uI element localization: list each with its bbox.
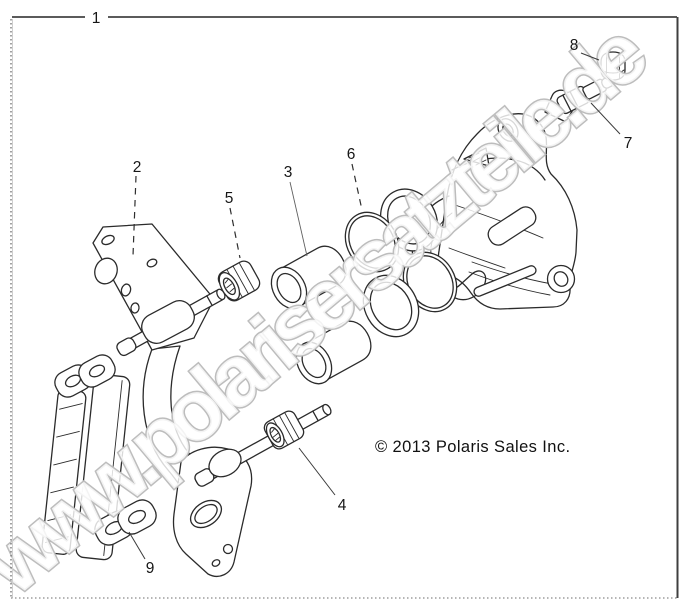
leader-7 bbox=[590, 102, 621, 135]
leader-8 bbox=[580, 52, 600, 61]
seal-rings bbox=[344, 188, 458, 338]
seal-ring-thin-left bbox=[344, 211, 400, 273]
assembly-frame: 1 bbox=[10, 10, 679, 599]
watermark: www.polarisersatzteile.de bbox=[0, 4, 665, 614]
bracket-lower-ear bbox=[208, 448, 242, 478]
brake-pads bbox=[41, 354, 157, 561]
callout-9: 9 bbox=[146, 560, 155, 577]
leader-6 bbox=[351, 163, 363, 211]
callout-5: 5 bbox=[225, 190, 234, 207]
caliper-assembly-drawing bbox=[41, 51, 626, 577]
callout-2: 2 bbox=[133, 159, 142, 176]
pad-ear-bottom-right bbox=[117, 499, 157, 535]
callout-3: 3 bbox=[284, 164, 293, 181]
watermark-text: www.polarisersatzteile.de bbox=[0, 6, 664, 613]
bushing-upper bbox=[217, 260, 261, 302]
pad-ear-top-right bbox=[78, 354, 116, 388]
leader-5 bbox=[229, 207, 241, 259]
callouts: 2 3 4 5 6 7 8 9 bbox=[128, 37, 633, 577]
caliper-body bbox=[411, 89, 578, 310]
callout-8: 8 bbox=[570, 37, 579, 54]
hex-nut bbox=[600, 51, 626, 81]
seal-ring-thick-bottom bbox=[362, 274, 420, 338]
bushing-lower bbox=[263, 410, 305, 450]
bracket-upper-ear bbox=[141, 300, 195, 344]
piston-lower bbox=[295, 320, 372, 385]
leader-3 bbox=[289, 181, 308, 257]
brake-line-port bbox=[497, 118, 519, 142]
callout-7: 7 bbox=[624, 135, 633, 152]
callout-1: 1 bbox=[92, 10, 101, 27]
copyright-text: © 2013 Polaris Sales Inc. bbox=[375, 438, 571, 456]
piston-upper bbox=[270, 245, 347, 310]
leader-2 bbox=[132, 175, 137, 257]
bleeder-screw bbox=[556, 75, 615, 115]
callout-4: 4 bbox=[338, 497, 347, 514]
leader-9 bbox=[128, 531, 146, 560]
callout-6: 6 bbox=[347, 146, 356, 163]
leader-4 bbox=[298, 447, 336, 496]
